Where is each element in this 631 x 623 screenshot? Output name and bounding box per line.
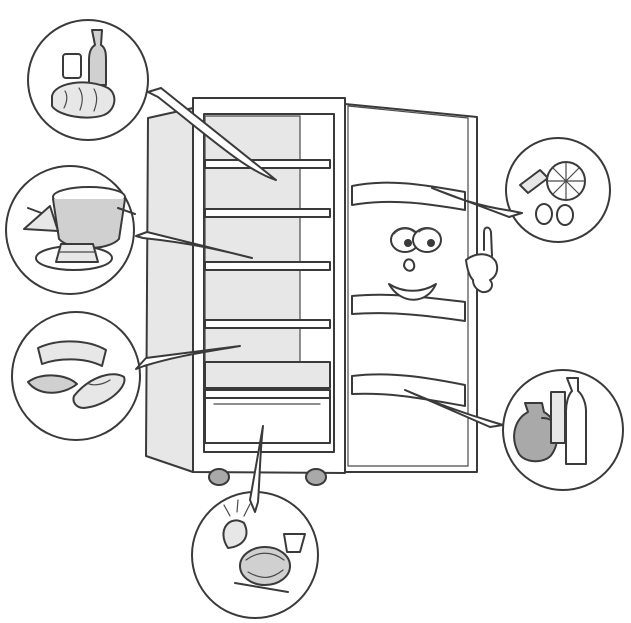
callout-circle [11, 311, 141, 441]
meat-icon [37, 340, 107, 367]
arrow-crisper-drawer [249, 425, 264, 513]
sausage-line [88, 379, 111, 386]
left-wheel-icon [208, 468, 230, 486]
callout-top-shelf [27, 19, 149, 141]
arrow-middle-shelf [135, 231, 253, 259]
callout-lower-shelf [11, 311, 141, 441]
fridge-door [344, 103, 478, 473]
vegetable-leaves-icon [223, 499, 251, 517]
cabbage-leaves-icon [245, 552, 285, 578]
thumb-up-icon [483, 226, 493, 257]
callout-door-upper-shelf [505, 137, 611, 243]
left-pupil-icon [404, 239, 412, 247]
refrigerator [145, 97, 499, 486]
bread-icon [51, 81, 116, 119]
fridge-shelf-2 [204, 208, 331, 218]
arrow-lower-shelf [135, 345, 241, 370]
arrow-top-shelf [147, 87, 277, 181]
fridge-crisper-drawer [204, 397, 331, 444]
fridge-crisper-rim [204, 389, 331, 399]
nose-icon [403, 258, 416, 272]
arrow-door-upper-shelf [431, 187, 523, 218]
fridge-side-panel [145, 107, 194, 473]
egg-icon [535, 203, 553, 225]
arrows [135, 87, 523, 513]
hand-icon [465, 253, 499, 294]
egg-icon [556, 204, 574, 226]
fridge-door-inner [347, 105, 469, 467]
fridge-shelf-1 [204, 159, 331, 169]
right-eyebrow-icon [418, 228, 441, 235]
fridge-face [388, 227, 442, 301]
cheese-wedge-icon [23, 205, 59, 232]
left-eyebrow-icon [393, 228, 415, 235]
callout-middle-shelf [5, 165, 136, 295]
door-middle-shelf [351, 293, 466, 322]
bottle-icon [88, 29, 107, 86]
cake-slice-icon [55, 243, 99, 263]
cheese-wheel-lines [546, 161, 586, 201]
callout-crisper-drawer [191, 491, 319, 619]
callout-door-lower-shelf [502, 369, 624, 491]
carton-icon [550, 391, 566, 444]
sausage-icon [72, 373, 126, 409]
pot-icon [52, 198, 126, 249]
fish-icon [27, 374, 78, 394]
right-wheel-icon [305, 468, 327, 486]
fridge-crisper-cover [204, 361, 331, 389]
arrow-door-lower-shelf [404, 389, 504, 428]
fridge-back-wall [204, 115, 301, 396]
carrot-icon [234, 582, 289, 593]
bunch-icon [283, 533, 306, 553]
can-icon [62, 53, 82, 79]
vegetable-icon [222, 519, 248, 549]
fridge-shelf-4 [204, 319, 331, 329]
bread-scores [63, 87, 98, 112]
fridge-shelf-3 [204, 261, 331, 271]
smile-icon [388, 283, 437, 301]
door-lower-shelf [351, 373, 466, 407]
bottle-icon [565, 377, 587, 465]
right-eye-icon [412, 227, 442, 253]
right-pupil-icon [427, 239, 435, 247]
